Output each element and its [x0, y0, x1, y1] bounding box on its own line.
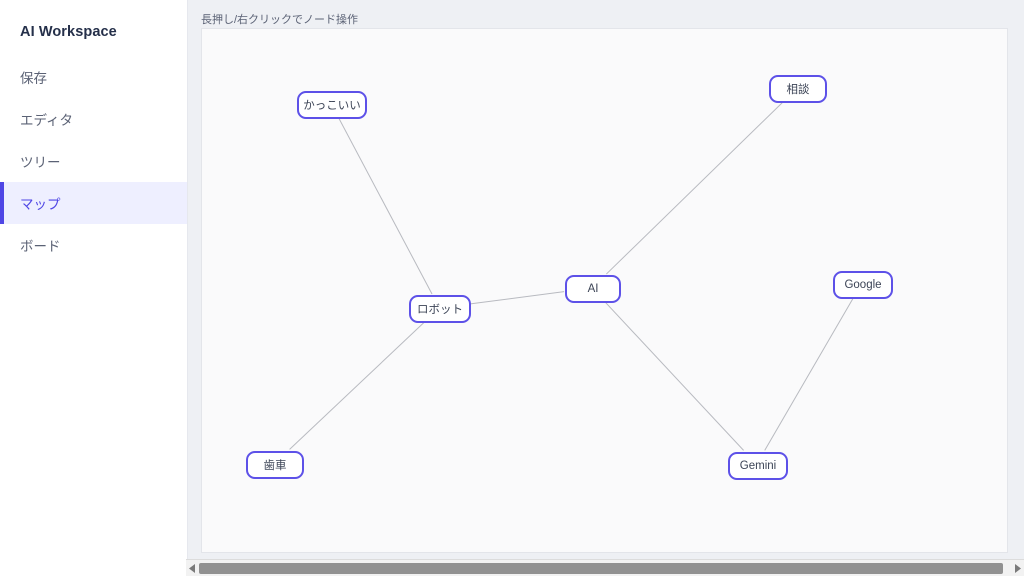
sidebar-nav: 保存エディタツリーマップボード — [0, 56, 187, 266]
main-panel: 長押し/右クリックでノード操作 かっこいい 相談ロボット AI Google 歯車 Gem… — [188, 0, 1024, 576]
graph-node-label: Google — [844, 279, 882, 291]
sidebar-item-label: ツリー — [20, 155, 61, 170]
graph-node-kakkoii[interactable]: かっこいい — [297, 91, 367, 119]
graph-edge-google-gemini — [764, 297, 854, 451]
sidebar-item-3[interactable]: マップ — [0, 182, 187, 224]
scrollbar-thumb[interactable] — [199, 562, 1003, 574]
graph-node-label: 相談 — [786, 84, 810, 96]
graph-edge-robot-ai — [470, 291, 565, 305]
graph-edge-robot-haguruma — [289, 321, 425, 450]
sidebar-item-2[interactable]: ツリー — [0, 140, 187, 182]
canvas-hint-text: 長押し/右クリックでノード操作 — [201, 14, 359, 26]
sidebar-item-label: エディタ — [20, 113, 74, 128]
scrollbar-track[interactable] — [199, 560, 1011, 576]
graph-node-ai[interactable]: AI — [565, 275, 621, 303]
mindmap-canvas[interactable]: かっこいい 相談ロボット AI Google 歯車 Gemini — [201, 28, 1008, 553]
sidebar: AI Workspace 保存エディタツリーマップボード — [0, 0, 188, 576]
graph-edge-kakkoii-robot — [338, 118, 433, 295]
graph-node-soudan[interactable]: 相談 — [769, 75, 827, 103]
sidebar-item-label: マップ — [20, 197, 61, 212]
sidebar-item-1[interactable]: エディタ — [0, 98, 187, 140]
horizontal-scrollbar[interactable] — [186, 559, 1024, 576]
graph-edge-ai-gemini — [604, 301, 744, 451]
triangle-left-icon[interactable] — [186, 560, 199, 576]
graph-node-label: ロボット — [417, 304, 463, 316]
graph-node-label: Gemini — [739, 460, 777, 472]
graph-node-label: 歯車 — [263, 460, 287, 472]
graph-node-label: かっこいい — [303, 100, 361, 112]
graph-node-label: AI — [587, 283, 599, 295]
graph-node-robot[interactable]: ロボット — [409, 295, 471, 323]
app-title: AI Workspace — [20, 24, 117, 40]
graph-edge-ai-soudan — [605, 102, 783, 275]
graph-node-gemini[interactable]: Gemini — [728, 452, 788, 480]
graph-node-haguruma[interactable]: 歯車 — [246, 451, 304, 479]
sidebar-item-label: 保存 — [20, 71, 47, 86]
sidebar-item-label: ボード — [20, 239, 61, 254]
triangle-right-icon[interactable] — [1011, 560, 1024, 576]
sidebar-item-4[interactable]: ボード — [0, 224, 187, 266]
sidebar-item-0[interactable]: 保存 — [0, 56, 187, 98]
graph-node-google[interactable]: Google — [833, 271, 893, 299]
